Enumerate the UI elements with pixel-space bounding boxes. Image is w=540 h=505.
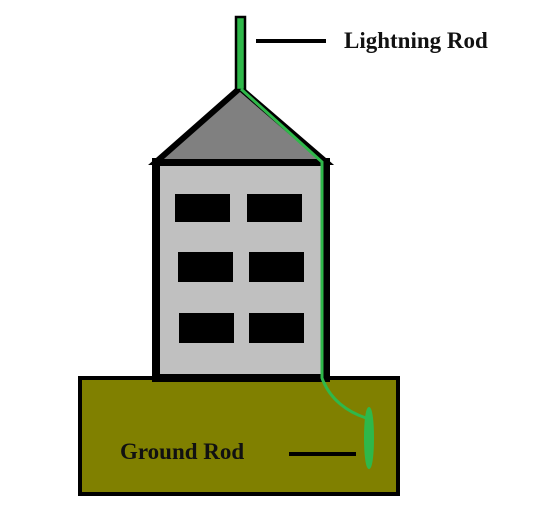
down-conductor — [239, 87, 367, 420]
lightning-rod — [234, 15, 247, 92]
windows — [175, 194, 304, 343]
ground — [78, 376, 400, 496]
window — [247, 194, 302, 222]
window — [179, 313, 234, 343]
ground-rod — [364, 407, 374, 469]
window — [249, 313, 304, 343]
window — [175, 194, 230, 222]
building-roof — [148, 84, 335, 165]
window — [249, 252, 304, 282]
lightning-rod-label: Lightning Rod — [344, 28, 488, 53]
window — [178, 252, 233, 282]
ground-rod-label: Ground Rod — [120, 439, 244, 464]
